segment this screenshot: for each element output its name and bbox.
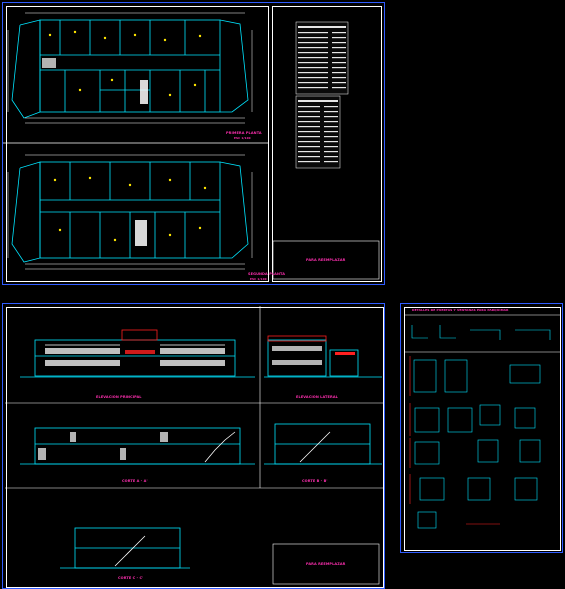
main-elevation — [20, 329, 255, 378]
lateral-elevation — [264, 335, 382, 378]
section-c-title: CORTE C - C' — [118, 576, 144, 580]
detail-frames — [413, 359, 541, 529]
first-floor-plan — [11, 19, 249, 119]
section-b-title: CORTE B - B' — [302, 479, 328, 483]
detail-sheet-content — [405, 314, 560, 353]
section-a-title: CORTE A - A' — [122, 479, 148, 483]
plans-title-block-label: PARA REEMPLAZAR — [306, 258, 346, 262]
first-floor-plan-title: PRIMERA PLANTA — [226, 131, 262, 135]
section-a — [20, 427, 255, 465]
second-floor-plan — [11, 161, 249, 263]
main-elevation-title: ELEVACION PRINCIPAL — [96, 395, 142, 399]
plans-schedule-frame — [272, 6, 382, 282]
section-b — [264, 423, 382, 465]
elevations-drawing-frame — [6, 307, 384, 588]
second-floor-plan-scale: ESC 1/100 — [250, 277, 267, 281]
second-floor-plan-title: SEGUNDA PLANTA — [248, 272, 286, 276]
details-header: DETALLES DE PUERTAS Y VENTANAS PARA PARQ… — [412, 308, 509, 312]
plans-sheet — [2, 2, 385, 285]
details-drawing-frame — [404, 307, 561, 551]
plans-title-block — [272, 240, 380, 280]
plans-drawing-frame — [6, 6, 269, 282]
details-sheet — [400, 303, 563, 553]
first-floor-plan-scale: ESC 1/100 — [234, 136, 251, 140]
section-c — [60, 527, 190, 569]
lateral-elevation-title: ELEVACION LATERAL — [296, 395, 338, 399]
elevations-sheet — [2, 303, 385, 589]
elevations-title-block-label: PARA REEMPLAZAR — [306, 562, 346, 566]
elevations-title-block — [272, 543, 380, 585]
